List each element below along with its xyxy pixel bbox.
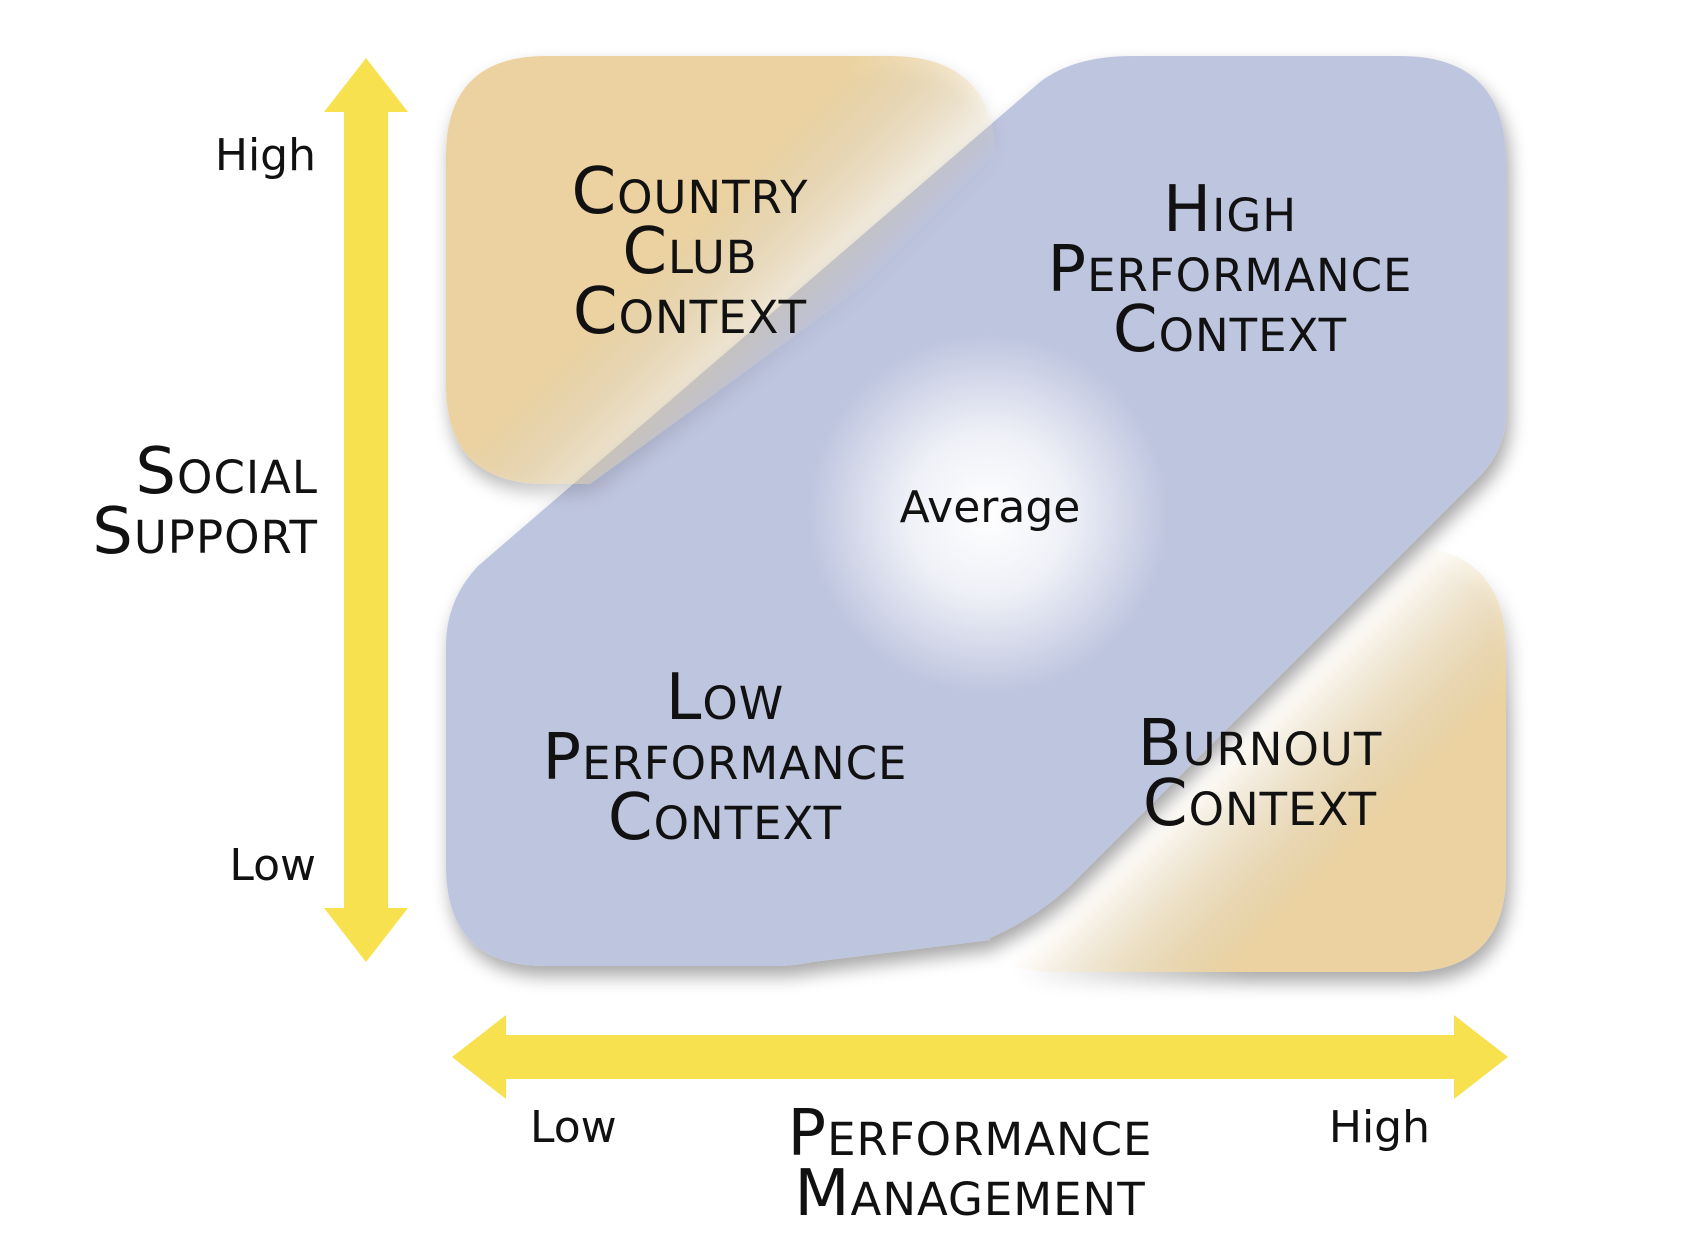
quadrant-low-performance-line2: Performance [542, 721, 908, 795]
x-axis-title: Performance Management [720, 1097, 1220, 1231]
average-label: Average [899, 482, 1081, 533]
x-axis-high-label: High [1328, 1102, 1430, 1153]
y-axis-low-label: Low [229, 840, 316, 891]
y-axis-title-line1: Social [135, 435, 318, 509]
quadrant-burnout: Burnout Context [1060, 707, 1460, 841]
quadrant-burnout-line1: Burnout [1137, 707, 1383, 781]
y-axis-title-line2: Support [92, 495, 318, 569]
quadrant-country-club: Country Club Context [490, 155, 890, 349]
x-axis-title-line1: Performance [787, 1097, 1153, 1171]
country-club-region [446, 56, 996, 484]
quadrant-high-performance: High Performance Context [1010, 173, 1450, 367]
quadrant-low-performance-line1: Low [665, 661, 785, 735]
x-axis-title-line2: Management [794, 1157, 1146, 1231]
quadrant-country-club-line2: Club [622, 215, 758, 289]
quadrant-burnout-line2: Context [1142, 767, 1378, 841]
quadrant-country-club-line1: Country [571, 155, 809, 229]
x-axis-arrow [452, 1015, 1508, 1099]
quadrant-low-performance: Low Performance Context [500, 661, 950, 855]
quadrant-high-performance-line3: Context [1112, 293, 1348, 367]
quadrant-high-performance-line1: High [1162, 173, 1298, 247]
quadrant-country-club-line3: Context [572, 275, 808, 349]
quadrant-low-performance-line3: Context [607, 781, 843, 855]
quadrant-high-performance-line2: Performance [1047, 233, 1413, 307]
y-axis-arrow [324, 58, 408, 962]
y-axis-title: Social Support [40, 435, 318, 569]
y-axis-high-label: High [214, 130, 316, 181]
average-glow [808, 334, 1168, 694]
burnout-region [956, 546, 1506, 972]
x-axis-low-label: Low [530, 1102, 617, 1153]
